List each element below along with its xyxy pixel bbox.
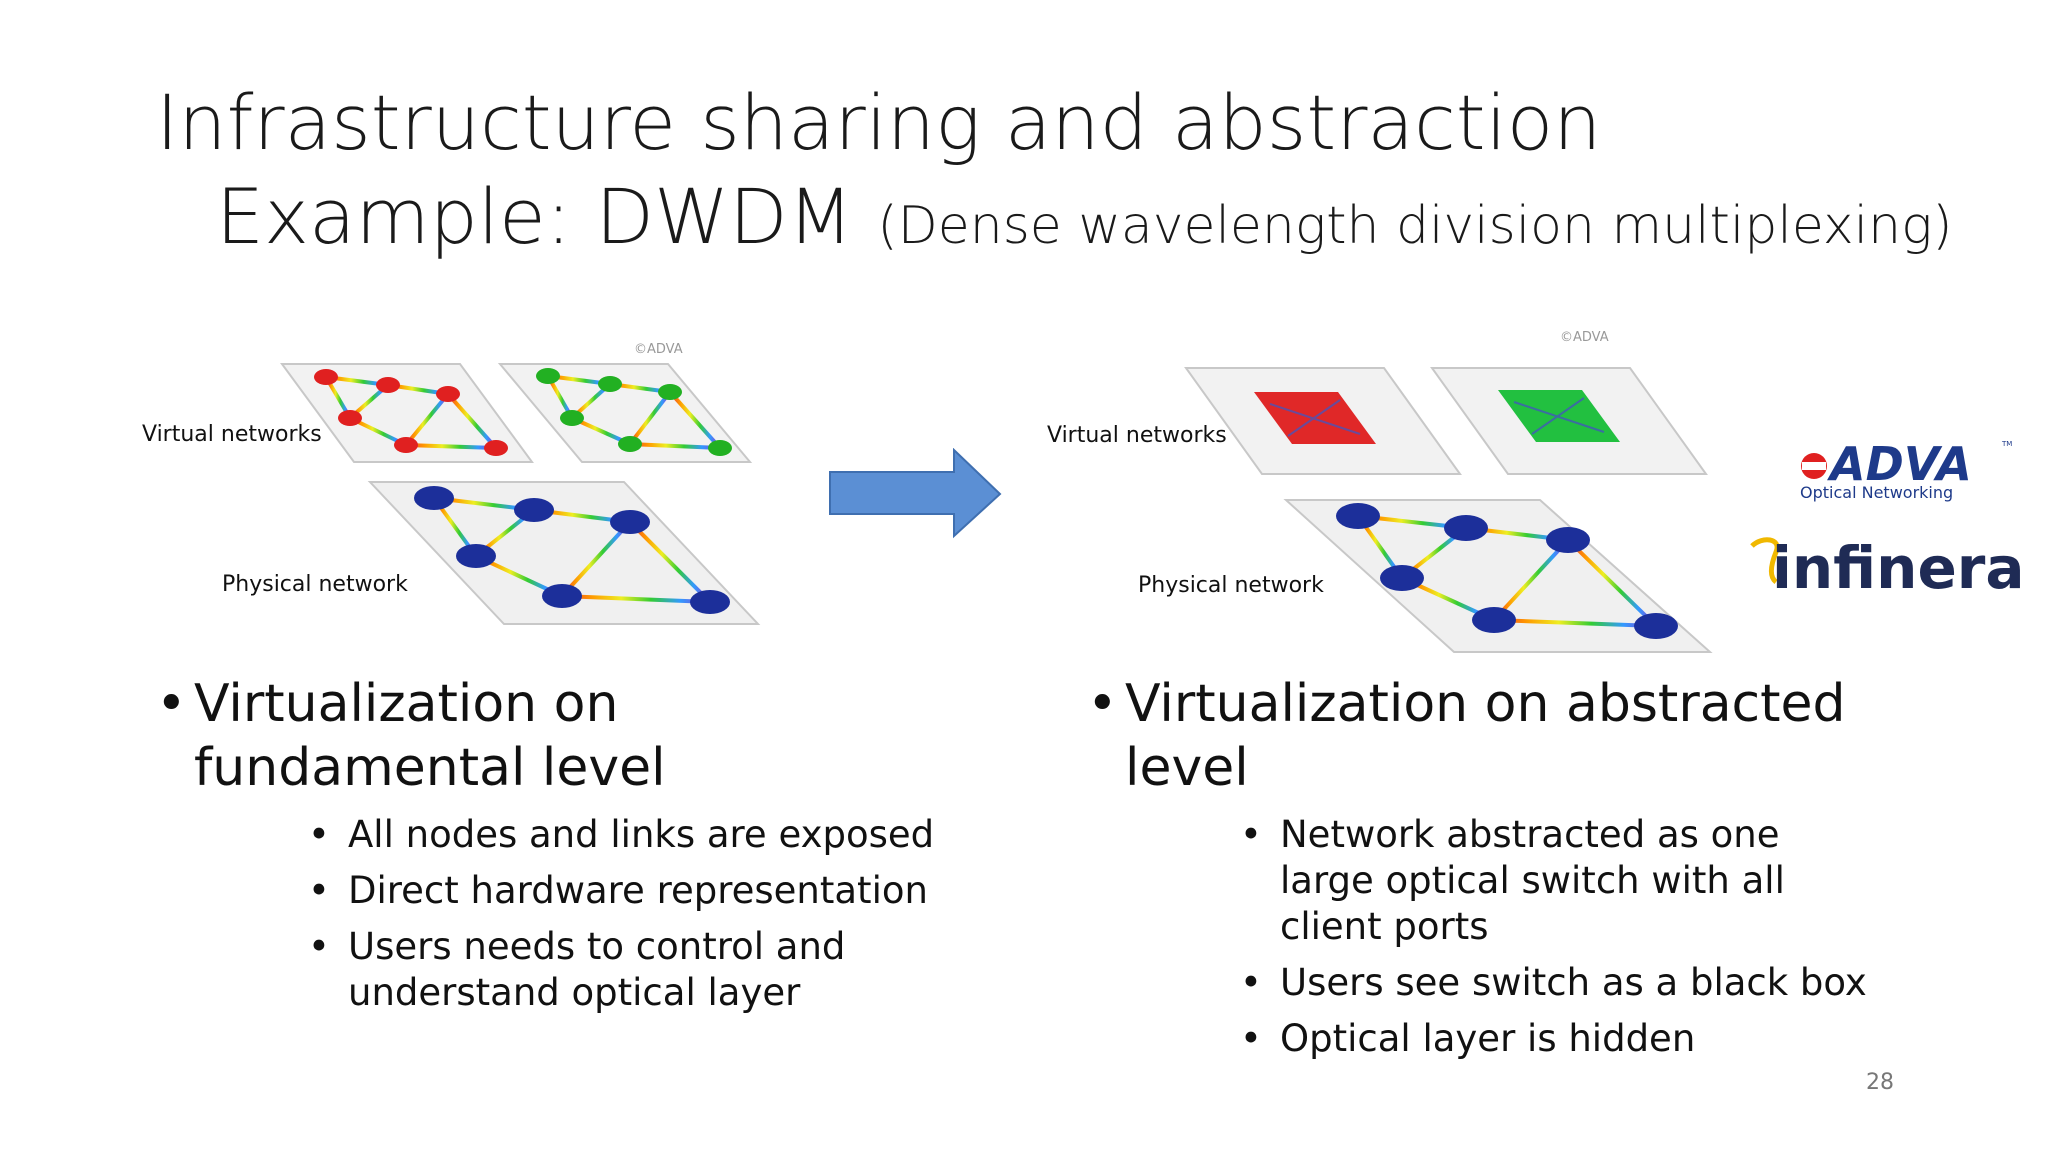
node (536, 368, 560, 384)
node (598, 376, 622, 392)
right-sub-list: • Network abstracted as one large optica… (1240, 812, 1880, 1072)
infinera-logo-text: infinera (1772, 534, 2025, 602)
virtual-plane-red (280, 363, 534, 463)
list-item: • Network abstracted as one large optica… (1240, 813, 1785, 948)
bullet-dot: • (308, 925, 330, 968)
node (436, 386, 460, 402)
node (1634, 613, 1678, 639)
right-main-text: Virtualization on abstracted level (1125, 674, 1846, 798)
node (456, 544, 496, 568)
physical-plane (367, 481, 761, 625)
node (338, 410, 362, 426)
right-network-diagram (1184, 367, 1713, 653)
bullet-dot: • (308, 813, 330, 856)
right-physical-label: Physical network (1138, 573, 1324, 598)
virtual-plane-green (497, 363, 753, 463)
node (560, 410, 584, 426)
node (690, 590, 730, 614)
node (1444, 515, 1488, 541)
node (1380, 565, 1424, 591)
slide-title: Infrastructure sharing and abstraction (156, 78, 1602, 167)
left-network-diagram (280, 363, 761, 625)
right-virtual-label: Virtual networks (1047, 423, 1227, 448)
subtitle-paren: (Dense wavelength division multiplexing) (877, 196, 1953, 256)
node (618, 436, 642, 452)
list-item: • Users needs to control and understand … (308, 925, 846, 1014)
left-main-text: Virtualization on fundamental level (194, 674, 666, 798)
node (1472, 607, 1516, 633)
left-main-bullet: • Virtualization on fundamental level (156, 672, 956, 800)
node (314, 369, 338, 385)
left-physical-label: Physical network (222, 572, 408, 597)
physical-plane (1283, 499, 1713, 653)
left-copyright: ©ADVA (634, 342, 683, 357)
list-item: • All nodes and links are exposed (308, 813, 935, 856)
bullet-dot: • (156, 674, 187, 734)
node (1336, 503, 1380, 529)
subtitle-main: Example: DWDM (216, 172, 854, 261)
node (658, 384, 682, 400)
node (1546, 527, 1590, 553)
bullet-dot: • (1087, 674, 1118, 734)
node (542, 584, 582, 608)
right-arrow (829, 448, 1002, 539)
adva-logo-text: ADVA (1827, 437, 1972, 491)
right-copyright: ©ADVA (1560, 330, 1609, 345)
node (708, 440, 732, 456)
bullet-dot: • (1240, 961, 1262, 1004)
bullet-dot: • (1240, 1017, 1262, 1060)
node (514, 498, 554, 522)
node (376, 377, 400, 393)
bullet-dot: • (1240, 813, 1262, 856)
left-sub-list: • All nodes and links are exposed • Dire… (308, 812, 948, 1026)
infinera-swoosh-icon (1750, 537, 1780, 584)
bullet-dot: • (308, 869, 330, 912)
list-item: • Users see switch as a black box (1240, 961, 1867, 1004)
adva-logo: ADVA TM Optical Networking (1800, 437, 2012, 502)
adva-sub-text: Optical Networking (1800, 483, 1953, 502)
slide-subtitle: Example: DWDM (Dense wavelength division… (216, 172, 1953, 261)
list-item: • Optical layer is hidden (1240, 1017, 1696, 1060)
node (610, 510, 650, 534)
adva-tm: TM (2001, 440, 2012, 448)
node (394, 437, 418, 453)
right-main-bullet: • Virtualization on abstracted level (1087, 672, 1847, 800)
page-number: 28 (1866, 1070, 1894, 1095)
infinera-logo: infinera (1750, 534, 2025, 602)
node (484, 440, 508, 456)
node (414, 486, 454, 510)
left-virtual-label: Virtual networks (142, 422, 322, 447)
list-item: • Direct hardware representation (308, 869, 928, 912)
